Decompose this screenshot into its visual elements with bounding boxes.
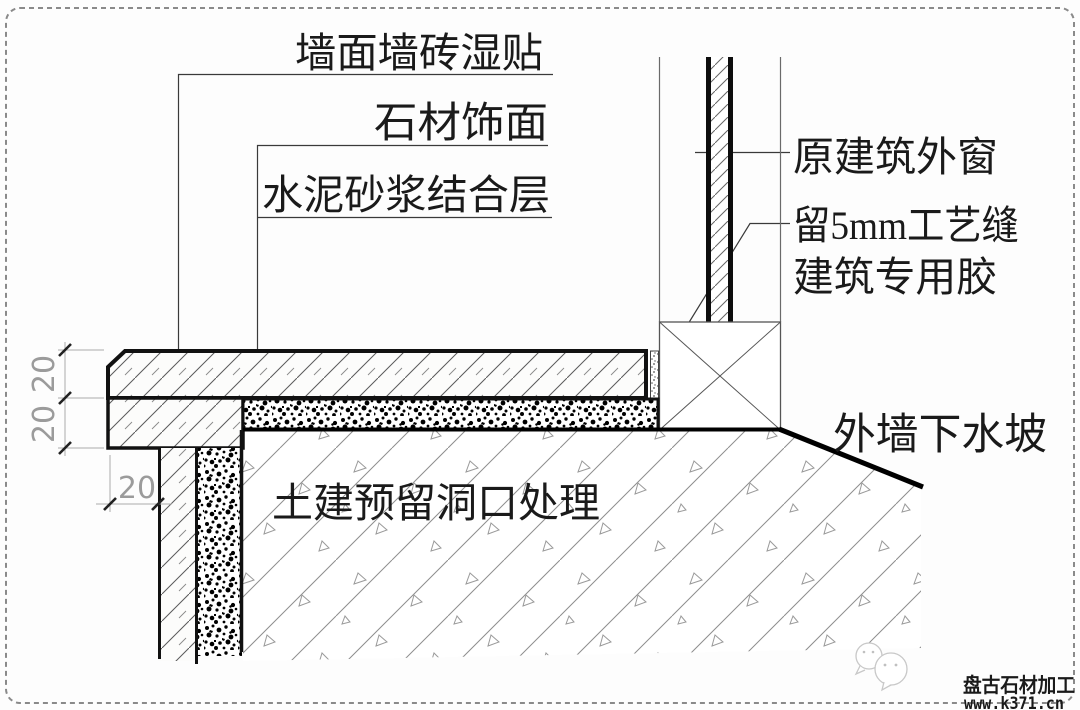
leader-wall-tile bbox=[177, 73, 553, 478]
window-assembly bbox=[658, 57, 782, 322]
wechat-icon bbox=[854, 642, 908, 692]
wechat-bubble-large bbox=[874, 652, 908, 686]
wall-tile-slab bbox=[158, 448, 196, 661]
wall-mortar-vertical bbox=[195, 430, 244, 664]
label-drain-slope: 外墙下水坡 bbox=[833, 412, 1047, 459]
wall-mortar-strip bbox=[196, 448, 242, 656]
leader-seam bbox=[679, 222, 790, 338]
concrete-structure-section bbox=[243, 431, 921, 661]
dim-tick bbox=[58, 343, 72, 357]
dim-tick bbox=[103, 497, 117, 511]
dim-tick bbox=[58, 441, 72, 455]
label-seam-line1: 留5mm工艺缝 bbox=[793, 203, 1019, 248]
label-reserved-opening: 土建预留洞口处理 bbox=[272, 480, 600, 526]
watermark-site: www.k371.cn bbox=[964, 694, 1064, 710]
dimension-group-left: 20 20 bbox=[27, 342, 104, 456]
wall-tile-vertical bbox=[158, 448, 196, 661]
label-original-window: 原建筑外窗 bbox=[793, 134, 998, 180]
watermark-brand: 盘古石材加工 bbox=[963, 673, 1075, 697]
dim-tick bbox=[151, 497, 165, 511]
drain-slope-line bbox=[778, 426, 924, 490]
leader-stone-finish bbox=[256, 144, 548, 386]
window-mullion-hatch bbox=[711, 57, 729, 322]
mortar-bed-horizontal bbox=[241, 397, 660, 432]
dimension-group-overhang: 20 bbox=[96, 455, 172, 512]
sill-block-diagonal-2 bbox=[659, 321, 781, 431]
stone-sill-slab bbox=[106, 349, 648, 400]
label-wall-tile-wet-paste: 墙面墙砖湿贴 bbox=[295, 30, 543, 76]
wechat-tail-small bbox=[854, 665, 866, 676]
sill-block bbox=[658, 321, 782, 431]
label-seam-line2: 建筑专用胶 bbox=[793, 254, 997, 300]
glue-seam-strip bbox=[650, 350, 659, 399]
dim-value-stone: 20 bbox=[27, 355, 62, 393]
label-cement-mortar: 水泥砂浆结合层 bbox=[262, 172, 550, 218]
tile-return-block bbox=[106, 396, 245, 450]
window-profile-line-left bbox=[706, 57, 711, 322]
label-stone-finish: 石材饰面 bbox=[374, 101, 548, 147]
page-dashed-border bbox=[5, 7, 1075, 704]
leader-lines bbox=[177, 73, 790, 478]
dim-tick bbox=[58, 391, 72, 405]
dim-value-overhang: 20 bbox=[118, 471, 156, 506]
window-profile-line-right bbox=[728, 57, 733, 322]
dim-value-mortar: 20 bbox=[27, 405, 62, 443]
wechat-tail-large bbox=[881, 681, 892, 692]
